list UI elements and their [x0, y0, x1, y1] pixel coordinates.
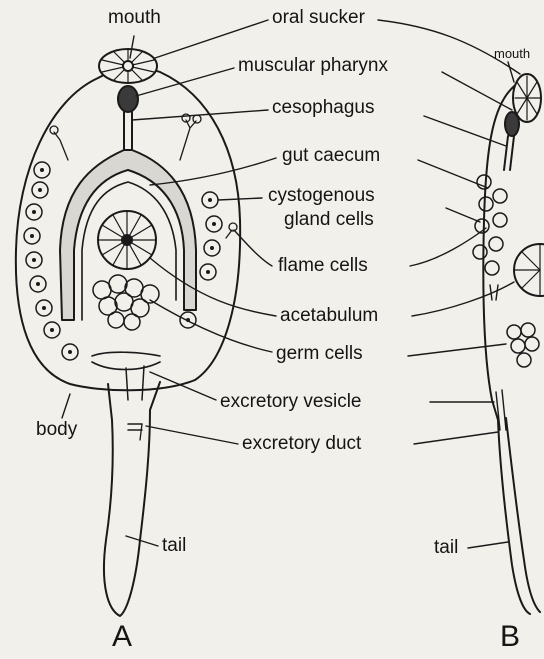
label-gland-cells: gland cells: [284, 210, 374, 230]
label-excretory-duct: excretory duct: [242, 434, 361, 454]
label-germ-cells: germ cells: [276, 344, 363, 364]
label-mouth: mouth: [108, 8, 161, 28]
cystogenous-cells-b: [473, 175, 507, 275]
excretory-vesicle-a: [92, 352, 160, 356]
label-acetabulum: acetabulum: [280, 306, 378, 326]
muscular-pharynx-b: [505, 112, 519, 136]
figure-label-a: A: [112, 622, 132, 652]
mouth-opening-a: [123, 61, 133, 71]
tail-a: [104, 382, 160, 616]
label-oral-sucker: oral sucker: [272, 8, 365, 28]
label-cystogenous: cystogenous: [268, 186, 375, 206]
label-body: body: [36, 420, 77, 440]
label-oesophagus: cesophagus: [272, 98, 374, 118]
label-muscular-pharynx: muscular pharynx: [238, 56, 388, 76]
body-outline-b: [483, 82, 530, 614]
germ-cells-b: [507, 323, 539, 367]
figure-label-b: B: [500, 622, 520, 652]
label-tail-b: tail: [434, 538, 458, 558]
label-tail-a: tail: [162, 536, 186, 556]
label-flame-cells: flame cells: [278, 256, 368, 276]
excretory-duct-a: [126, 366, 144, 430]
oesophagus-b: [504, 136, 514, 170]
label-excretory-vesicle: excretory vesicle: [220, 392, 362, 412]
oesophagus-a: [124, 112, 132, 150]
label-gut-caecum: gut caecum: [282, 146, 380, 166]
germ-cells-a: [93, 275, 159, 330]
label-mouth-b: mouth: [494, 44, 530, 64]
muscular-pharynx-a: [118, 86, 138, 112]
